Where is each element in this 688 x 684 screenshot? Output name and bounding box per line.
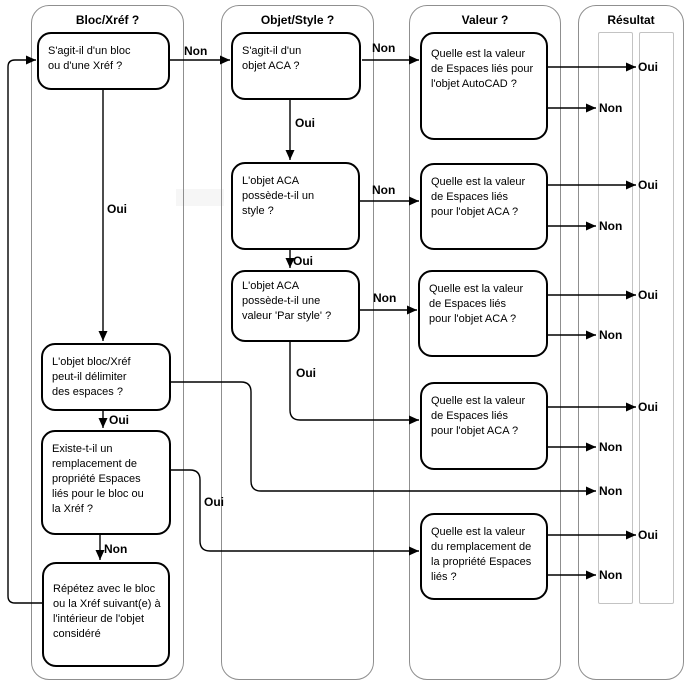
node-valeur-aca-question-1: Quelle est la valeur de Espaces liés pou…	[420, 163, 548, 250]
edge-label-oui: Oui	[107, 202, 127, 216]
faint-highlight-artifact	[176, 189, 224, 206]
result-label-non: Non	[599, 484, 623, 498]
result-label-oui: Oui	[638, 288, 658, 302]
result-label-oui: Oui	[638, 60, 658, 74]
node-remplacement-question: Existe-t-il un remplacement de propriété…	[41, 430, 171, 535]
column-title-objet-style: Objet/Style ?	[260, 13, 335, 27]
edge-label-non: Non	[372, 183, 396, 197]
column-bloc-xref: Bloc/Xréf ?	[31, 5, 184, 680]
result-lane-non	[598, 32, 633, 604]
node-valeur-autocad-question: Quelle est la valeur de Espaces liés pou…	[420, 32, 548, 140]
edge-label-oui: Oui	[109, 413, 129, 427]
edge-label-oui: Oui	[296, 366, 316, 380]
node-repetez: Répétez avec le bloc ou la Xréf suivant(…	[42, 562, 170, 667]
column-objet-style: Objet/Style ?	[221, 5, 374, 680]
column-resultat: Résultat	[578, 5, 684, 680]
node-valeur-aca-question-2: Quelle est la valeur de Espaces liés pou…	[418, 270, 548, 357]
column-title-resultat: Résultat	[607, 13, 655, 27]
result-label-oui: Oui	[638, 400, 658, 414]
result-label-oui: Oui	[638, 528, 658, 542]
edge-label-non: Non	[104, 542, 128, 556]
edge-label-oui: Oui	[204, 495, 224, 509]
result-label-non: Non	[599, 328, 623, 342]
edge-label-oui: Oui	[295, 116, 315, 130]
edge-label-oui: Oui	[293, 254, 313, 268]
node-aca-style-question: L'objet ACA possède-t-il un style ?	[231, 162, 360, 250]
node-delimiter-question: L'objet bloc/Xréf peut-il délimiter des …	[41, 343, 171, 411]
node-valeur-aca-question-3: Quelle est la valeur de Espaces liés pou…	[420, 382, 548, 470]
column-valeur: Valeur ?	[409, 5, 561, 680]
result-label-non: Non	[599, 101, 623, 115]
column-title-valeur: Valeur ?	[461, 13, 509, 27]
result-label-non: Non	[599, 219, 623, 233]
result-label-oui: Oui	[638, 178, 658, 192]
column-title-bloc-xref: Bloc/Xréf ?	[75, 13, 140, 27]
node-bloc-xref-question: S'agit-il d'un bloc ou d'une Xréf ?	[37, 32, 170, 90]
node-aca-par-style-question: L'objet ACA possède-t-il une valeur 'Par…	[231, 270, 360, 342]
node-objet-aca-question: S'agit-il d'un objet ACA ?	[231, 32, 361, 100]
edge-label-non: Non	[372, 41, 396, 55]
result-label-non: Non	[599, 568, 623, 582]
edge-label-non: Non	[184, 44, 208, 58]
edge-label-non: Non	[373, 291, 397, 305]
result-lane-oui	[639, 32, 674, 604]
result-label-non: Non	[599, 440, 623, 454]
node-valeur-remplacement-question: Quelle est la valeur du remplacement de …	[420, 513, 548, 600]
